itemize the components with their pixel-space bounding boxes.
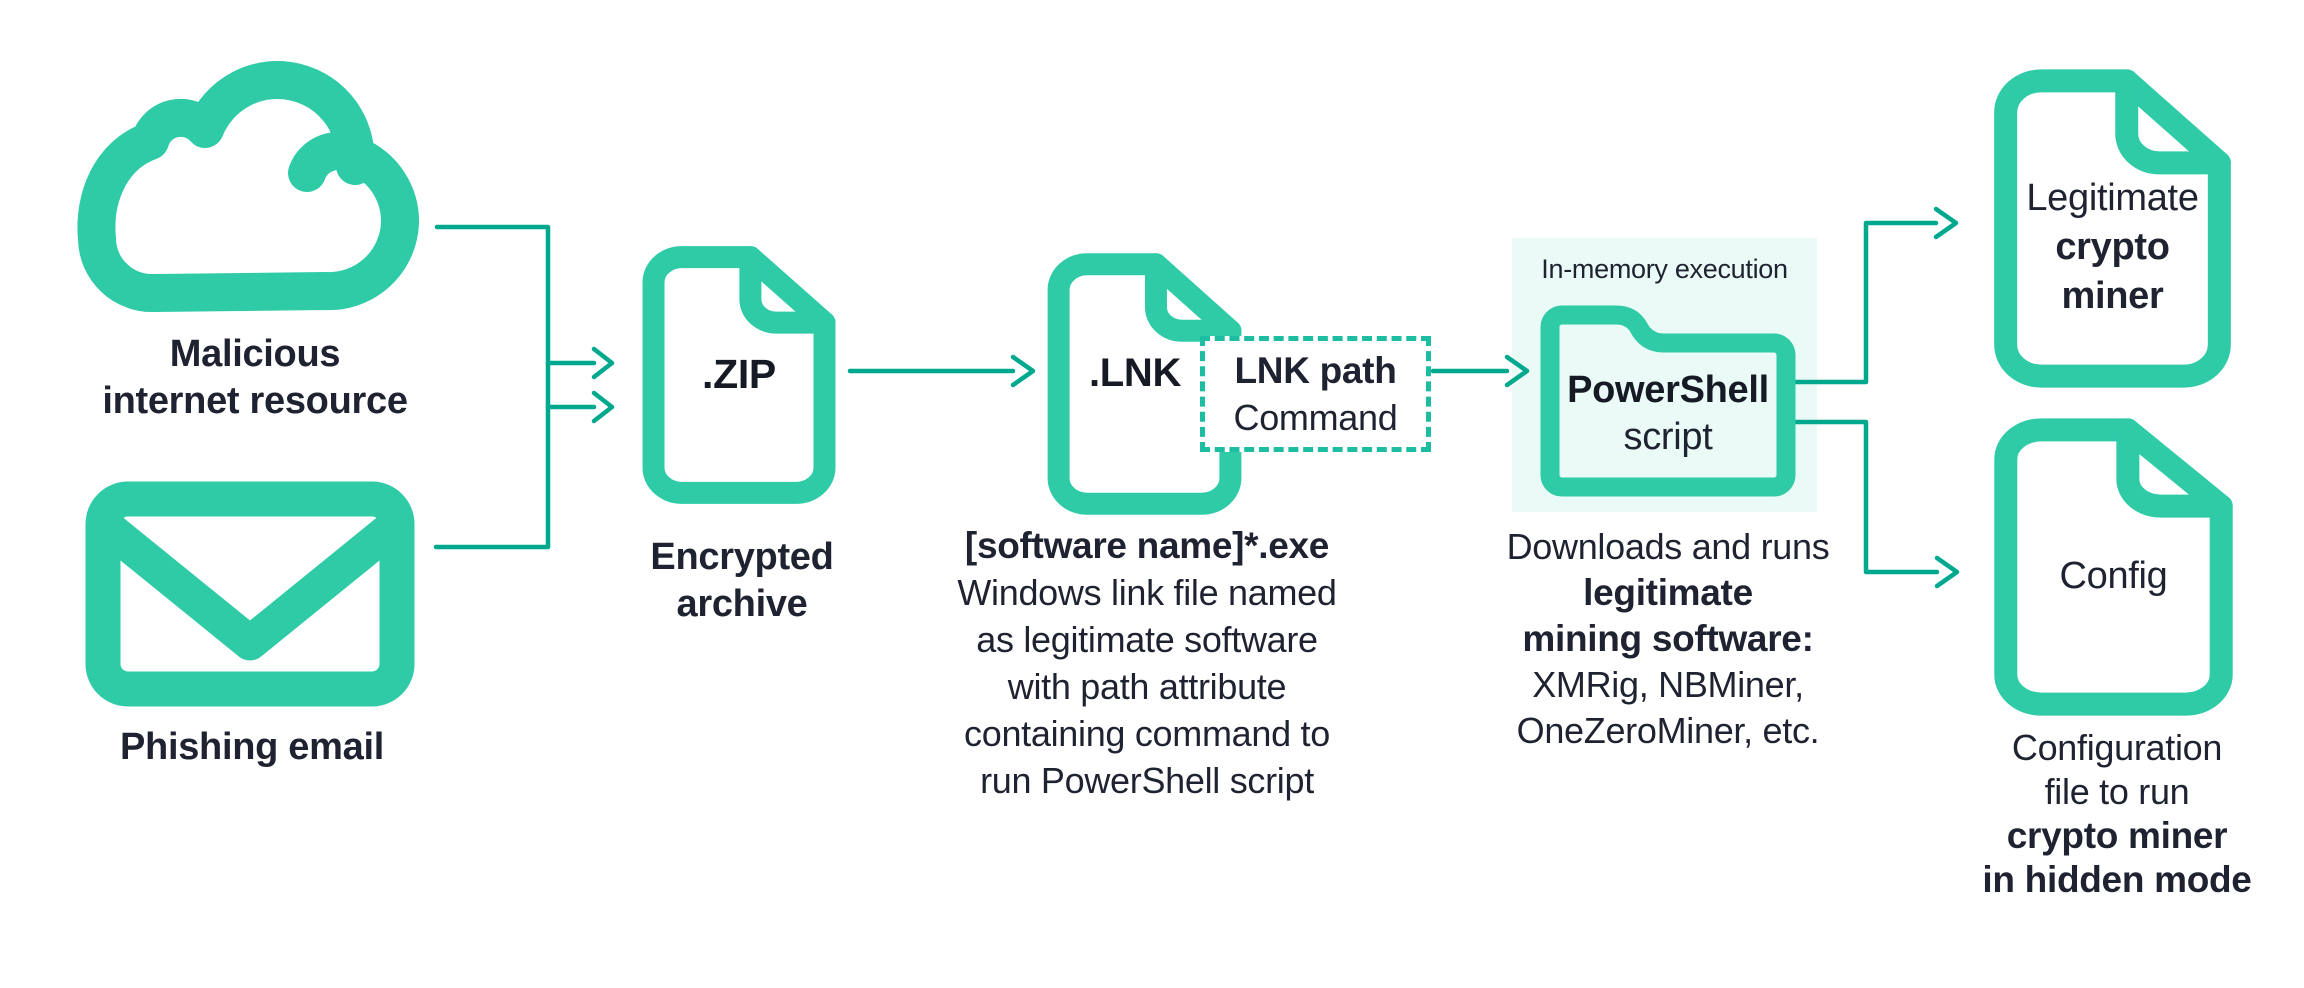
- connector-powershell-to-config: [1792, 419, 1940, 575]
- crypto-miner-file-icon: [1990, 67, 2235, 390]
- powershell-folder-icon: [1540, 305, 1796, 497]
- crypto-miner-file-line1: Legitimate: [2026, 177, 2199, 219]
- crypto-miner-file-line3: miner: [2061, 275, 2164, 317]
- lnk-description-line5: run PowerShell script: [980, 760, 1314, 801]
- connector-sources-trunk: [433, 224, 551, 550]
- lnk-description-title: [software name]*.exe: [964, 525, 1330, 566]
- powershell-folder-text: PowerShell script: [1538, 367, 1798, 461]
- in-memory-execution-tag: In-memory execution: [1541, 254, 1788, 284]
- lnk-description-line1: Windows link file named: [957, 572, 1337, 613]
- lnk-description: [software name]*.exe Windows link file n…: [897, 522, 1397, 804]
- arrowhead-lower-zip-icon: [591, 390, 615, 424]
- lnk-badge-text: .LNK: [1088, 351, 1182, 395]
- powershell-description-line1: Downloads and runs: [1506, 526, 1830, 567]
- in-memory-highlight: [1512, 238, 1817, 512]
- config-description: Configuration file to run crypto miner i…: [1917, 726, 2304, 902]
- config-description-line3: crypto miner: [2006, 815, 2228, 856]
- malicious-resource-label-line2: internet resource: [102, 380, 408, 422]
- powershell-description-line2: legitimate: [1583, 572, 1753, 613]
- arrowhead-miner-icon: [1933, 206, 1959, 240]
- encrypted-archive-label-line1: Encrypted: [650, 536, 834, 578]
- cloud-icon: [77, 61, 419, 313]
- powershell-description-line4: XMRig, NBMiner,: [1532, 664, 1804, 705]
- zip-badge-text: .ZIP: [702, 351, 776, 397]
- config-description-line1: Configuration: [2011, 727, 2223, 768]
- config-file-icon: [1990, 417, 2237, 717]
- lnk-description-line3: with path attribute: [1007, 666, 1287, 707]
- crypto-miner-file-line2: crypto: [2055, 226, 2170, 268]
- arrowhead-powershell-icon: [1504, 354, 1530, 388]
- malicious-resource-label: Malicious internet resource: [55, 331, 455, 425]
- config-description-line4: in hidden mode: [1982, 859, 2252, 900]
- lnk-path-command-box: LNK path Command: [1200, 336, 1431, 452]
- encrypted-archive-label: Encrypted archive: [592, 534, 892, 628]
- lnk-path-label: LNK path: [1234, 350, 1397, 391]
- powershell-description: Downloads and runs legitimate mining sof…: [1418, 524, 1918, 754]
- lnk-description-line4: containing command to: [964, 713, 1330, 754]
- arrowhead-lnk-icon: [1010, 354, 1036, 388]
- connector-powershell-to-miner: [1792, 220, 1939, 385]
- crypto-miner-file-text: Legitimate crypto miner: [1990, 174, 2235, 321]
- arrowhead-upper-zip-icon: [591, 346, 615, 380]
- config-file-text: Config: [2059, 555, 2168, 597]
- arrowhead-config-icon: [1934, 555, 1960, 589]
- config-description-line2: file to run: [2044, 771, 2190, 812]
- lnk-description-line2: as legitimate software: [976, 619, 1318, 660]
- lnk-file-icon: [1046, 253, 1243, 515]
- zip-file-icon: [641, 246, 837, 504]
- powershell-description-line3: mining software:: [1522, 618, 1814, 659]
- phishing-email-label: Phishing email: [120, 726, 384, 768]
- encrypted-archive-label-line2: archive: [676, 583, 808, 625]
- powershell-description-line5: OneZeroMiner, etc.: [1516, 710, 1820, 751]
- powershell-script-word: script: [1623, 416, 1713, 458]
- envelope-icon: [85, 481, 415, 707]
- malicious-resource-label-line1: Malicious: [169, 333, 341, 375]
- lnk-command-label: Command: [1233, 397, 1398, 438]
- powershell-name: PowerShell: [1567, 369, 1769, 411]
